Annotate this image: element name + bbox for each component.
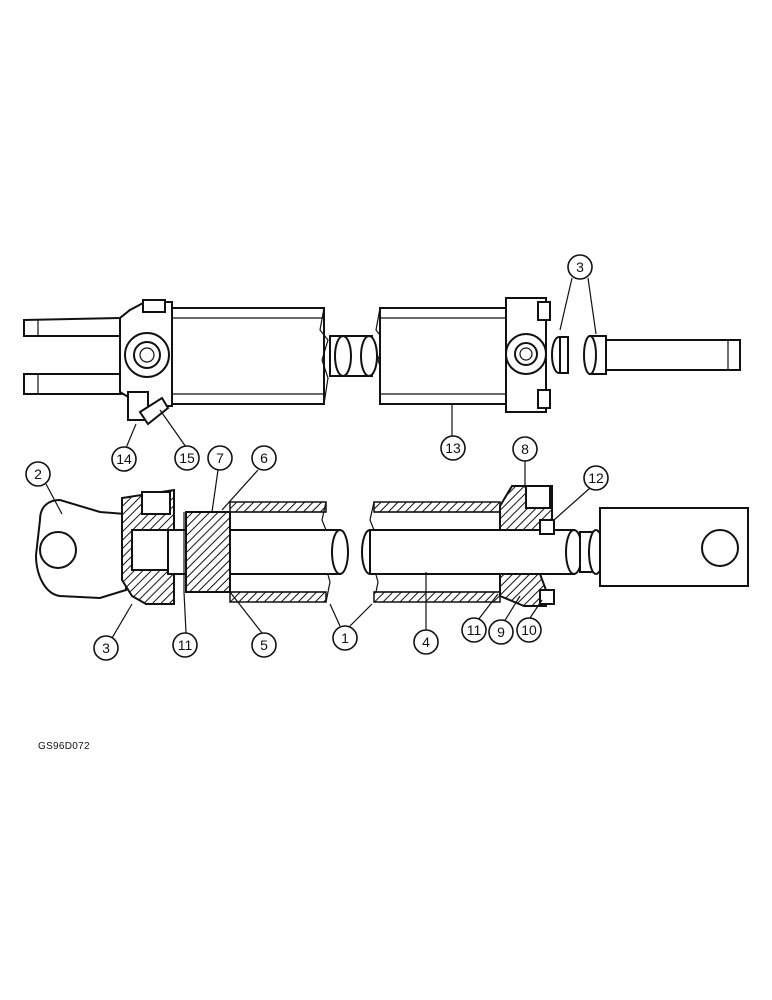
svg-text:7: 7 bbox=[216, 450, 224, 466]
leader-lines bbox=[45, 277, 597, 639]
barrel-left bbox=[171, 307, 325, 405]
callout-13: 13 bbox=[440, 435, 466, 461]
piston-seal-collar bbox=[185, 511, 231, 593]
svg-text:3: 3 bbox=[102, 640, 110, 656]
callout-9: 9 bbox=[488, 619, 514, 645]
callout-12: 12 bbox=[583, 465, 609, 491]
callout-3-bottom: 3 bbox=[93, 635, 119, 661]
cylinder-assembly-section bbox=[34, 485, 749, 607]
callout-15: 15 bbox=[174, 445, 200, 471]
svg-text:13: 13 bbox=[445, 440, 461, 456]
svg-text:4: 4 bbox=[422, 634, 430, 650]
svg-text:5: 5 bbox=[260, 637, 268, 653]
svg-text:14: 14 bbox=[116, 451, 132, 467]
callout-8: 8 bbox=[512, 436, 538, 462]
svg-text:9: 9 bbox=[497, 624, 505, 640]
svg-text:6: 6 bbox=[260, 450, 268, 466]
callout-14: 14 bbox=[111, 446, 137, 472]
callout-11-right: 11 bbox=[461, 617, 487, 643]
callout-7: 7 bbox=[207, 445, 233, 471]
callout-2: 2 bbox=[25, 461, 51, 487]
svg-text:10: 10 bbox=[521, 622, 537, 638]
svg-text:3: 3 bbox=[576, 259, 584, 275]
svg-text:11: 11 bbox=[467, 622, 482, 638]
piston-rod-exterior bbox=[605, 339, 741, 371]
callout-11-left: 11 bbox=[172, 632, 198, 658]
callout-6: 6 bbox=[251, 445, 277, 471]
svg-text:1: 1 bbox=[341, 630, 349, 646]
barrel-right bbox=[379, 307, 509, 405]
callouts: 3 14 15 13 2 7 6 8 bbox=[25, 254, 609, 661]
callout-4: 4 bbox=[413, 629, 439, 655]
svg-text:12: 12 bbox=[588, 470, 604, 486]
callout-10: 10 bbox=[516, 617, 542, 643]
svg-text:2: 2 bbox=[34, 466, 42, 482]
figure-code-label: GS96D072 bbox=[38, 741, 90, 752]
callout-3-top: 3 bbox=[567, 254, 593, 280]
piston-rod-section bbox=[229, 529, 341, 575]
barrel-section-left bbox=[229, 501, 327, 513]
callout-5: 5 bbox=[251, 632, 277, 658]
rod-eye-end bbox=[34, 498, 127, 600]
svg-text:8: 8 bbox=[521, 441, 529, 457]
callout-1: 1 bbox=[332, 625, 358, 651]
cylinder-assembly-exterior bbox=[23, 297, 741, 426]
svg-text:11: 11 bbox=[178, 637, 193, 653]
svg-text:15: 15 bbox=[179, 450, 195, 466]
